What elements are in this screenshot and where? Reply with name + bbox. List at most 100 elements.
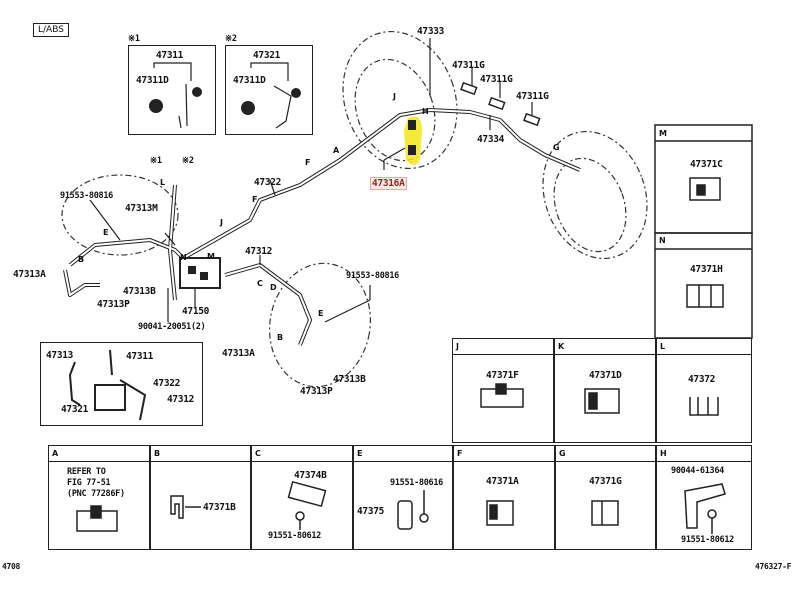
clip-47375-icon: [397, 490, 429, 530]
label-47313p-left[interactable]: 47313P: [97, 299, 130, 310]
label-47311g-1[interactable]: 47311G: [452, 60, 485, 71]
label-47312[interactable]: 47312: [245, 246, 273, 257]
label-91553-right[interactable]: 91553-80816: [346, 271, 399, 281]
clip-cell-k: K 47371D: [554, 338, 656, 443]
front-wheel-left: [61, 174, 179, 256]
cell-n-part[interactable]: 47371H: [690, 264, 723, 275]
clip-cell-f: F 47371A: [453, 445, 555, 550]
clip-letter-f1: F: [252, 195, 258, 204]
cell-c-sub[interactable]: 91551-80612: [268, 531, 321, 541]
label-47316a[interactable]: 47316A: [370, 177, 407, 190]
label-47333[interactable]: 47333: [417, 26, 445, 37]
clip-47371b-icon: [170, 495, 201, 519]
label-47313b-left[interactable]: 47313B: [123, 286, 156, 297]
clip-letter-e2: E: [318, 309, 324, 318]
clip-cell-b: B 47371B: [150, 445, 251, 550]
cell-c-part[interactable]: 47374B: [294, 470, 327, 481]
clip-letter-f2: F: [305, 158, 311, 167]
label-47313p-right[interactable]: 47313P: [300, 386, 333, 397]
clip-letter-n: N: [180, 253, 187, 262]
clip-letter-h: H: [422, 107, 429, 116]
clip-47371g-icon: [591, 500, 619, 526]
cell-j-letter: J: [453, 339, 553, 355]
variant-tag: L/ABS: [33, 23, 69, 37]
detail-label-47321[interactable]: 47321: [61, 404, 89, 415]
cell-k-letter: K: [555, 339, 655, 355]
label-47313a-left[interactable]: 47313A: [13, 269, 46, 280]
cell-f-letter: F: [454, 446, 554, 462]
rear-wheel-outline: [342, 30, 458, 170]
cell-l-letter: L: [657, 339, 751, 355]
cell-h-sub[interactable]: 91551-80612: [681, 535, 734, 545]
clip-letter-b: B: [78, 255, 85, 264]
rear-wheel-right-inner: [553, 157, 627, 253]
cell-l-part[interactable]: 47372: [688, 374, 716, 385]
cell-f-part[interactable]: 47371A: [486, 476, 519, 487]
inset1-box: 47311 47311D: [128, 45, 216, 135]
clip-cell-c: C 47374B 91551-80612: [251, 445, 353, 550]
cell-e-sub[interactable]: 91551-80616: [390, 478, 443, 488]
inset2-box: 47321 47311D: [225, 45, 313, 135]
clip-cell-l: L 47372: [656, 338, 752, 443]
label-47313a-right[interactable]: 47313A: [222, 348, 255, 359]
cell-h-part[interactable]: 90044-61364: [671, 466, 724, 476]
detail-label-47313[interactable]: 47313: [46, 350, 74, 361]
clip-letter-j2: J: [393, 92, 396, 101]
cell-g-letter: G: [556, 446, 655, 462]
inset2-parent-label[interactable]: 47321: [253, 50, 281, 61]
brake-line-47312: [224, 263, 312, 346]
inset2-marker: ※2: [225, 34, 237, 44]
cell-a-note-1: REFER TO: [67, 467, 106, 477]
cell-g-part[interactable]: 47371G: [589, 476, 622, 487]
cell-k-part[interactable]: 47371D: [589, 370, 622, 381]
clip-47371d-icon: [584, 388, 620, 414]
bracket-90044-icon: [684, 483, 726, 534]
cell-e-letter: E: [354, 446, 452, 462]
cell-b-part[interactable]: 47371B: [203, 502, 236, 513]
label-90041[interactable]: 90041-20051(2): [138, 322, 206, 332]
cell-m-letter: M: [659, 129, 667, 138]
inset1-parent-label[interactable]: 47311: [156, 50, 184, 61]
label-47311g-3[interactable]: 47311G: [516, 91, 549, 102]
inset1-child-label[interactable]: 47311D: [136, 75, 169, 86]
inset1-marker: ※1: [128, 34, 140, 44]
cell-h-letter: H: [657, 446, 751, 462]
clip-47374b-icon: [287, 480, 327, 530]
label-47334[interactable]: 47334: [477, 134, 505, 145]
cell-m-part[interactable]: 47371C: [690, 159, 723, 170]
clip-letter-d: D: [270, 283, 277, 292]
label-47322[interactable]: 47322: [254, 177, 282, 188]
clip-a-icon: [76, 505, 118, 532]
detail-label-47311[interactable]: 47311: [126, 351, 154, 362]
clip-cell-h: H 90044-61364 91551-80612: [656, 445, 752, 550]
cell-a-note-2[interactable]: FIG 77-51: [67, 478, 111, 488]
label-47313m[interactable]: 47313M: [125, 203, 158, 214]
clip-letter-j: J: [220, 218, 223, 227]
inset2-child-label[interactable]: 47311D: [233, 75, 266, 86]
label-47313b-right[interactable]: 47313B: [333, 374, 366, 385]
clip-cell-e: E 91551-80616 47375: [353, 445, 453, 550]
front-wheel-right: [268, 262, 372, 388]
clip-47371f-icon: [480, 383, 524, 408]
cell-a-letter: A: [49, 446, 149, 462]
figure-number-right: 476327-F: [755, 562, 792, 571]
detail-label-47322[interactable]: 47322: [153, 378, 181, 389]
clip-letter-a: A: [333, 146, 340, 155]
label-47311g-2[interactable]: 47311G: [480, 74, 513, 85]
cell-n-letter: N: [659, 236, 666, 245]
clip-letter-b2: B: [277, 333, 284, 342]
cell-c-letter: C: [252, 446, 352, 462]
clip-letter-e: E: [103, 228, 109, 237]
label-91553-left[interactable]: 91553-80816: [60, 191, 113, 201]
detail-label-47312[interactable]: 47312: [167, 394, 195, 405]
clip-letter-c: C: [257, 279, 263, 288]
rear-wheel-right-outline: [542, 130, 648, 260]
cell-j-part[interactable]: 47371F: [486, 370, 519, 381]
cell-e-part[interactable]: 47375: [357, 506, 385, 517]
clip-letter-k: M: [207, 252, 215, 261]
clip-letter-g: G: [553, 143, 560, 152]
figure-number-left: 4708: [2, 562, 21, 571]
detail-inset-box: 47313 47311 47322 47312 47321: [40, 342, 203, 426]
label-47150[interactable]: 47150: [182, 306, 210, 317]
